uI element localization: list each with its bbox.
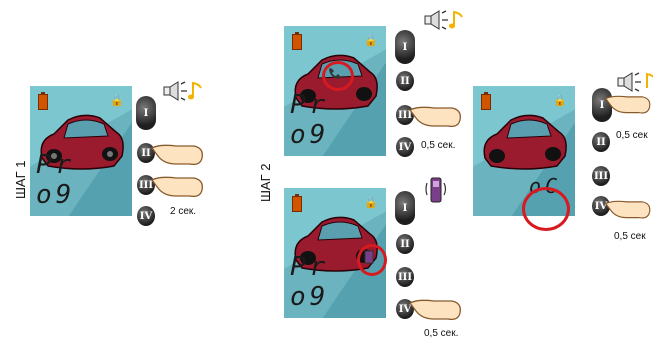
lcd-prog-text: Pr o9 <box>290 90 330 150</box>
lock-icon: 🔒 <box>364 35 378 47</box>
vibrating-phone-icon <box>364 250 374 264</box>
pointing-finger-icon <box>409 299 461 321</box>
button-I-step2-top[interactable]: I <box>395 30 415 64</box>
duration-label: 0,5 сек. <box>424 328 459 339</box>
lcd-screen-step1: 🔒 Pr o9 <box>30 86 132 216</box>
duration-label: 2 сек. <box>170 206 197 217</box>
lcd-screen-step2-top: 🔒 Pr o9 <box>284 26 386 156</box>
battery-icon <box>481 92 491 110</box>
speaker-with-note-icon <box>163 81 202 101</box>
lcd-prog-text: Pr o9 <box>290 252 330 312</box>
button-IV-step2-top[interactable]: IV <box>396 137 414 157</box>
step-1-label: ШАГ 1 <box>13 160 28 199</box>
step-2-label: ШАГ 2 <box>258 163 273 202</box>
vibrating-phone-icon <box>425 177 447 203</box>
button-I-step2-right[interactable]: I <box>592 88 612 122</box>
button-IV-step1[interactable]: IV <box>137 206 155 226</box>
battery-icon <box>38 92 48 110</box>
button-IV-step2-right[interactable]: IV <box>592 196 610 216</box>
button-III-step1[interactable]: III <box>137 175 155 195</box>
button-I-step1[interactable]: I <box>136 96 156 130</box>
duration-label: 0,5 сек. <box>421 140 456 151</box>
pointing-finger-icon <box>409 106 461 128</box>
duration-label: 0,5 сек <box>614 231 646 242</box>
phone-icon <box>329 68 341 79</box>
pointing-finger-icon <box>151 176 203 198</box>
car-icon <box>294 216 378 272</box>
battery-icon <box>292 194 302 212</box>
speaker-with-note-icon <box>617 72 653 92</box>
button-IV-step2-bottom[interactable]: IV <box>396 299 414 319</box>
highlight-ring <box>522 187 570 231</box>
button-II-step2-top[interactable]: II <box>396 71 414 91</box>
highlight-ring <box>322 61 354 91</box>
lcd-prog-text: Pr o9 <box>36 150 76 210</box>
car-icon <box>483 114 567 170</box>
lcd-screen-step2-right: 🔒 oC <box>473 86 575 216</box>
button-III-step2-right[interactable]: III <box>592 166 610 186</box>
duration-label: 0,5 сек <box>616 130 648 141</box>
pointing-finger-icon <box>604 200 651 219</box>
battery-icon <box>292 32 302 50</box>
button-III-step2-bottom[interactable]: III <box>396 267 414 287</box>
button-I-step2-bottom[interactable]: I <box>395 191 415 225</box>
button-II-step2-right[interactable]: II <box>592 132 610 152</box>
car-icon <box>40 114 124 170</box>
lock-icon: 🔒 <box>364 197 378 209</box>
pointing-finger-icon <box>604 95 651 114</box>
button-II-step2-bottom[interactable]: II <box>396 234 414 254</box>
lock-icon: 🔒 <box>553 95 567 107</box>
button-II-step1[interactable]: II <box>137 143 155 163</box>
lock-icon: 🔒 <box>110 95 124 107</box>
highlight-ring <box>357 244 387 276</box>
pointing-finger-icon <box>151 144 203 166</box>
speaker-with-note-icon <box>424 10 463 30</box>
